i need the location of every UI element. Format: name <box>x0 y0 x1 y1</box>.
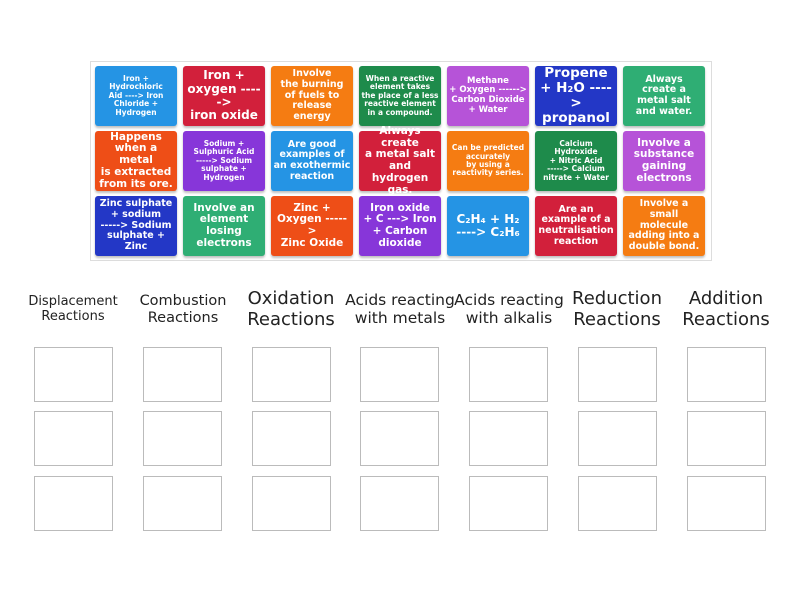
card-bank: Iron + Hydrochloric Aid ----> Iron Chlor… <box>90 61 712 261</box>
card[interactable]: Propene + H₂O ----> propanol <box>535 65 617 126</box>
card[interactable]: Are an example of a neutralisation react… <box>535 196 617 256</box>
card[interactable]: Involve a small molecule adding into a d… <box>623 196 705 256</box>
drop-slot[interactable] <box>143 476 222 531</box>
card[interactable]: Happens when a metal is extracted from i… <box>95 131 177 191</box>
category-header: Addition Reactions <box>682 288 770 330</box>
drop-slot[interactable] <box>578 411 657 466</box>
category-header: Acids reacting with alkalis <box>454 291 564 327</box>
drop-slot[interactable] <box>252 476 331 531</box>
drop-slot[interactable] <box>34 476 113 531</box>
card[interactable]: Always create a metal salt and hydrogen … <box>359 125 441 195</box>
card[interactable]: Are good examples of an exothermic react… <box>271 131 353 191</box>
drop-slot[interactable] <box>143 347 222 402</box>
category-header: Reduction Reactions <box>572 288 662 330</box>
category-header: Displacement Reactions <box>28 294 118 324</box>
card[interactable]: Sodium + Sulphuric Acid -----> Sodium su… <box>183 131 265 191</box>
drop-slot[interactable] <box>360 347 439 402</box>
drop-slot[interactable] <box>469 411 548 466</box>
card[interactable]: Involve a substance gaining electrons <box>623 131 705 191</box>
drop-slot[interactable] <box>578 347 657 402</box>
drop-slot[interactable] <box>469 476 548 531</box>
drop-slot[interactable] <box>687 411 766 466</box>
category-header: Acids reacting with metals <box>345 291 455 327</box>
drop-slot[interactable] <box>360 411 439 466</box>
card[interactable]: Calcium Hydroxide + Nitric Acid -----> C… <box>535 131 617 191</box>
drop-slot[interactable] <box>687 476 766 531</box>
drop-slot[interactable] <box>34 411 113 466</box>
drop-slot[interactable] <box>360 476 439 531</box>
drop-slot[interactable] <box>143 411 222 466</box>
drop-slot[interactable] <box>469 347 548 402</box>
drop-slot[interactable] <box>252 347 331 402</box>
card[interactable]: C₂H₄ + H₂ ----> C₂H₆ <box>447 196 529 256</box>
card[interactable]: Iron + Hydrochloric Aid ----> Iron Chlor… <box>95 66 177 126</box>
card[interactable]: Can be predicted accurately by using a r… <box>447 131 529 191</box>
card[interactable]: Zinc + Oxygen -----> Zinc Oxide <box>271 196 353 256</box>
card[interactable]: Methane + Oxygen ------> Carbon Dioxide … <box>447 66 529 126</box>
card[interactable]: Iron oxide + C ---> Iron + Carbon dioxid… <box>359 196 441 256</box>
category-header: Combustion Reactions <box>139 293 227 326</box>
card[interactable]: Zinc sulphate + sodium -----> Sodium sul… <box>95 196 177 256</box>
card[interactable]: Iron + oxygen -----> iron oxide <box>183 66 265 126</box>
card[interactable]: Involve the burning of fuels to release … <box>271 66 353 126</box>
card[interactable]: When a reactive element takes the place … <box>359 66 441 126</box>
drop-slot[interactable] <box>578 476 657 531</box>
drop-slot[interactable] <box>34 347 113 402</box>
drop-slot[interactable] <box>687 347 766 402</box>
card[interactable]: Always create a metal salt and water. <box>623 66 705 126</box>
category-header: Oxidation Reactions <box>247 288 335 330</box>
drop-slot[interactable] <box>252 411 331 466</box>
card[interactable]: Involve an element losing electrons <box>183 196 265 256</box>
